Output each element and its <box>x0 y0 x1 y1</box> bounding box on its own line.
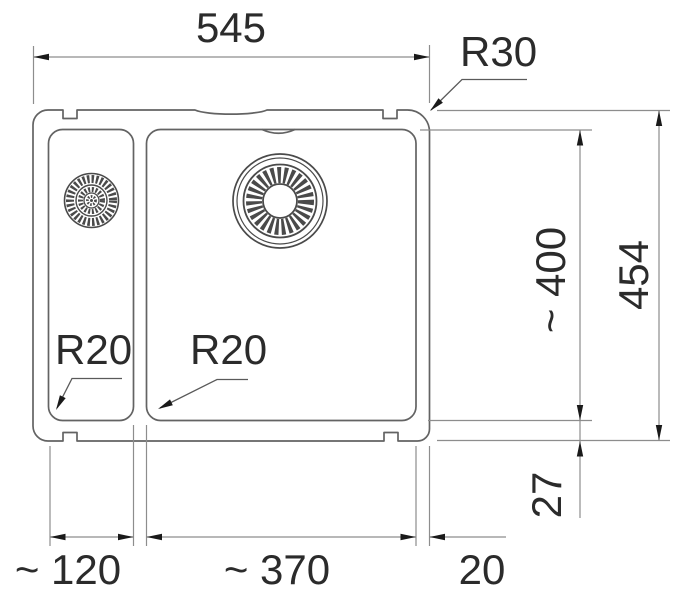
dim-label-main-bowl-radius: R20 <box>190 326 267 373</box>
arrowhead-right <box>400 533 416 541</box>
arrowhead <box>158 399 173 409</box>
dim-label-bottom-offset: 27 <box>523 472 570 519</box>
small-bowl-outline <box>47 128 135 422</box>
arrowhead <box>56 395 66 410</box>
dim-label-small-bowl-width: ~ 120 <box>15 546 121 593</box>
arrowhead-up <box>576 441 584 457</box>
callout-small-bowl-radius: R20 <box>55 326 132 410</box>
dim-label-small-bowl-radius: R20 <box>55 326 132 373</box>
arrowhead-left <box>33 53 49 61</box>
arrowhead <box>430 98 443 111</box>
dim-bottom-offset: 27 <box>523 420 584 519</box>
arrowhead-bottom <box>655 425 663 441</box>
leader-line <box>159 378 248 409</box>
callout-main-bowl-radius: R20 <box>158 326 267 409</box>
arrowhead-left <box>50 533 66 541</box>
arrowhead-top <box>576 130 584 146</box>
sink-body <box>32 109 431 442</box>
leader-line <box>56 377 122 409</box>
dim-label-bowl-depth: ~ 400 <box>527 227 574 333</box>
sink-outline <box>32 109 431 442</box>
dim-right-offset: 20 <box>428 446 506 593</box>
dim-label-overall-width: 545 <box>196 4 266 51</box>
arrowhead-right <box>414 53 430 61</box>
main-drain-icon <box>232 153 328 249</box>
arrowhead-left-pointing <box>429 533 445 541</box>
dim-small-bowl-width: ~ 120 <box>15 425 135 593</box>
main-bowl-outline <box>145 128 417 422</box>
small-drain-icon <box>63 172 120 229</box>
dim-label-right-offset: 20 <box>459 546 506 593</box>
arrowhead-bottom <box>576 405 584 421</box>
dim-main-bowl-width: ~ 370 <box>145 425 417 593</box>
dim-overall-depth: 454 <box>437 109 670 442</box>
dim-label-main-bowl-width: ~ 370 <box>224 546 330 593</box>
dim-bowl-depth: ~ 400 <box>420 129 592 422</box>
arrowhead-right <box>118 533 134 541</box>
main-bowl-edge-arc <box>261 128 296 135</box>
dim-label-overall-depth: 454 <box>610 240 657 310</box>
dim-overall-width: 545 <box>32 4 431 104</box>
dim-label-rim-radius: R30 <box>460 28 537 75</box>
arrowhead-left <box>146 533 162 541</box>
leader-line <box>430 78 527 111</box>
arrowhead-top <box>655 110 663 126</box>
callout-rim-radius: R30 <box>430 28 537 111</box>
